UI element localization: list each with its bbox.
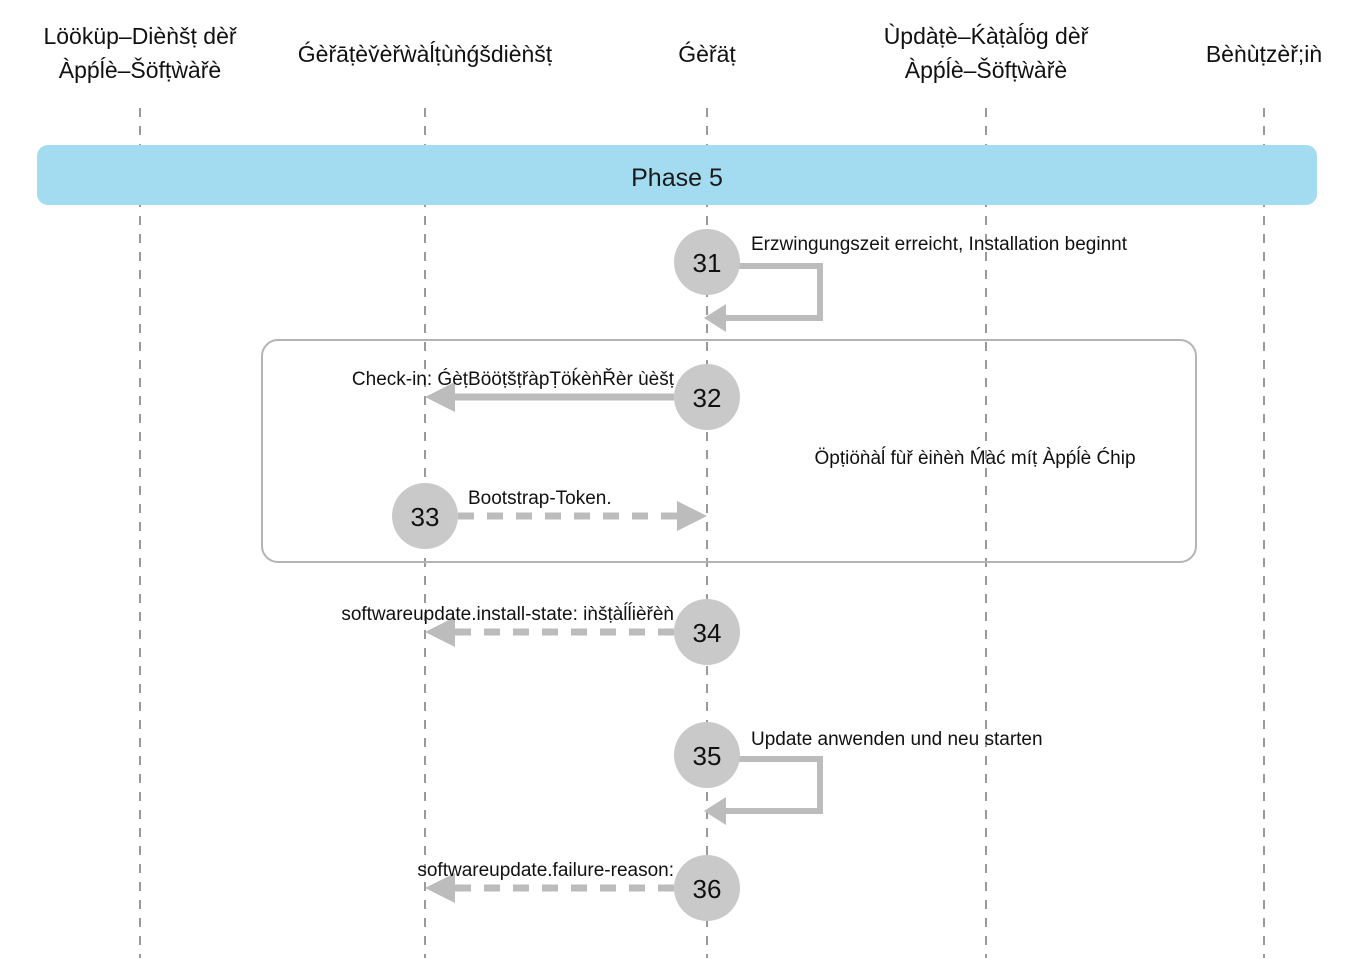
message-31: 31 Erzwingungszeit erreicht, Installatio… [674,229,1128,332]
opt-fragment: Öpṭiöǹàĺ fùř èiǹèǹ Ḿàć míṭ Àpṕĺè Ćhip [261,339,1197,563]
lifeline-header-device-line1: Ǵèřäṭ [678,41,736,67]
phase-banner: Phase 5 [37,145,1317,205]
opt-fragment-label: Öpṭiöǹàĺ fùř èiǹèǹ Ḿàć míṭ Àpṕĺè Ćhip [814,447,1135,469]
lifeline-header-catalog-line2: Àpṕĺè–Šöfṭẁàřè [905,56,1067,83]
message-36-arrow-head [425,873,455,903]
step-number-36: 36 [693,874,722,904]
message-35: 35 Update anwenden und neu starten [674,722,1043,825]
lifeline-header-user-line1: Bèǹùṭzèř;iǹ [1206,41,1322,67]
message-31-self-loop-path [726,263,823,321]
message-35-arrow-head [704,797,726,825]
step-circle-36 [674,855,740,921]
lifeline-header-lookup-line2: Àpṕĺè–Šöfṭẁàřè [59,56,221,83]
step-number-31: 31 [693,248,722,278]
message-31-arrow-head [704,304,726,332]
step-number-32: 32 [693,383,722,413]
message-31-label: Erzwingungszeit erreicht, Installation b… [751,234,1128,255]
lifeline-headers: Lööküp–Dièǹšṭ dèř Àpṕĺè–Šöfṭẁàřè Ǵèřāṭèv… [43,22,1322,83]
message-35-self-loop-path [726,756,823,814]
lifeline-header-lookup-line1: Lööküp–Dièǹšṭ dèř [43,23,237,49]
step-number-34: 34 [693,618,722,648]
lifeline-header-mdm-line1: Ǵèřāṭèv̌èřẁàĺṭùǹǵšdièǹšṭ [298,40,553,67]
lifelines [139,108,1265,958]
message-33: 33 Bootstrap-Token. [392,483,707,549]
message-36-label: softwareupdate.failure-reason: [417,860,674,881]
phase-banner-label: Phase 5 [631,164,723,192]
message-33-label: Bootstrap-Token. [468,488,612,509]
opt-fragment-box [261,339,1197,563]
step-circle-34 [674,599,740,665]
phase-banner-rect [37,145,1317,205]
step-circle-32 [674,364,740,430]
message-35-label: Update anwenden und neu starten [751,729,1043,750]
message-33-arrow-head [677,501,707,531]
message-32-label: Check-in: ǴèṭBööṭšṭřàpṬöḱèǹŘèr ùèšṭ [352,368,675,390]
message-32: 32 Check-in: ǴèṭBööṭšṭřàpṬöḱèǹŘèr ùèšṭ [352,364,740,430]
step-circle-31 [674,229,740,295]
step-circle-33 [392,483,458,549]
step-number-33: 33 [411,502,440,532]
message-34-label: softwareupdate.install-state: iǹšṭàĺĺièř… [341,603,674,625]
message-34-arrow-head [425,617,455,647]
message-34: 34 softwareupdate.install-state: iǹšṭàĺĺ… [341,599,740,665]
step-number-35: 35 [693,741,722,771]
message-32-arrow-head [425,382,455,412]
message-36: 36 softwareupdate.failure-reason: [417,855,740,921]
step-circle-35 [674,722,740,788]
lifeline-header-catalog-line1: Ùpdàṭè–Ḱàṭàĺög dèř [884,22,1090,49]
